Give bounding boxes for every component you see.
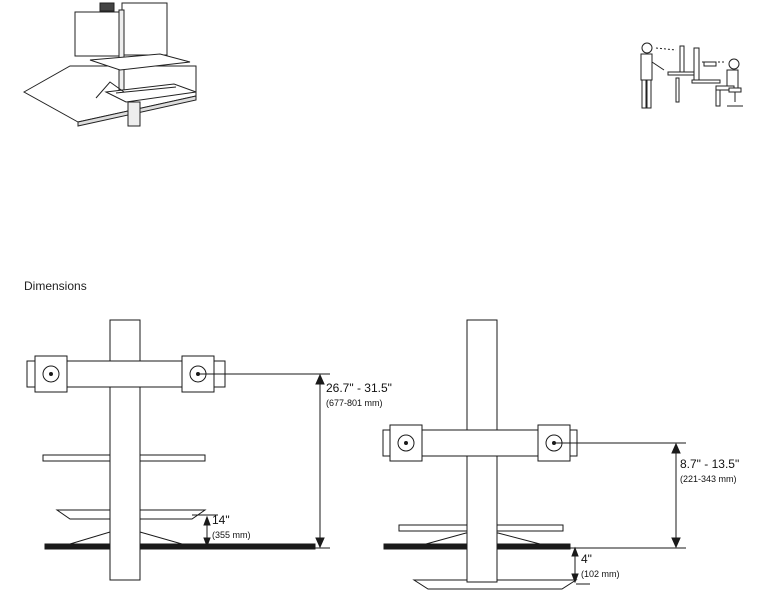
vertical-post bbox=[109, 319, 141, 581]
dual-monitor-sit-stand-workstation-icon bbox=[22, 2, 197, 127]
tall-monitor-height-label: 26.7" - 31.5" bbox=[326, 381, 392, 395]
short-keyboard-drop-mm-label: (102 mm) bbox=[581, 569, 620, 579]
tall-keyboard-height-label: 14" bbox=[212, 513, 230, 527]
tall-keyboard-height-mm-label: (355 mm) bbox=[212, 530, 251, 540]
short-configuration-drawing bbox=[382, 319, 686, 590]
tall-configuration-drawing bbox=[26, 319, 330, 581]
standing-and-sitting-users-icon bbox=[640, 42, 743, 109]
keyboard-tray bbox=[412, 579, 578, 590]
short-monitor-height-mm-label: (221-343 mm) bbox=[680, 474, 737, 484]
short-monitor-height-label: 8.7" - 13.5" bbox=[680, 457, 739, 471]
short-keyboard-drop-label: 4" bbox=[581, 552, 592, 566]
tall-monitor-height-mm-label: (677-801 mm) bbox=[326, 398, 383, 408]
dimensions-heading: Dimensions bbox=[24, 279, 87, 293]
desk-surface bbox=[44, 543, 316, 550]
